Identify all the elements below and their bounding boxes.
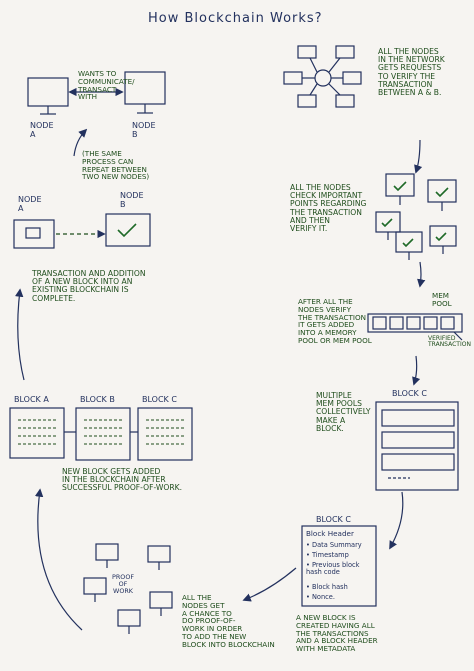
arrow-to-block-c: [412, 355, 421, 386]
transaction-complete-note: TRANSACTION AND ADDITION OF A NEW BLOCK …: [32, 269, 146, 303]
node-a-2-label: NODE A: [18, 195, 42, 213]
block-c-mempools: [375, 401, 459, 491]
header-item-block-hash: • Block hash: [306, 583, 348, 591]
verifying-nodes: [375, 173, 457, 260]
arrow-to-chain: [34, 488, 83, 631]
header-item-data-summary: • Data Summary: [306, 541, 362, 549]
arrow-to-mempool: [417, 261, 426, 288]
wants-to-transact-note: WANTS TO COMMUNICATE/ TRANSACT WITH: [78, 69, 135, 102]
page-title: How Blockchain Works?: [148, 11, 323, 26]
monitor-node-a: [27, 77, 69, 115]
block-header-box: [301, 525, 377, 607]
header-item-previous-hash: • Previous block hash code: [306, 561, 360, 577]
node-b-label: NODE B: [132, 121, 156, 139]
monitor-node-b: [124, 71, 166, 114]
block-header-title: Block Header: [306, 529, 354, 538]
check-icons: [117, 181, 449, 248]
check-points-note: ALL THE NODES CHECK IMPORTANT POINTS REG…: [290, 183, 367, 233]
repeat-process-note: (THE SAME PROCESS CAN REPEAT BETWEEN TWO…: [82, 149, 150, 182]
block-b-label: BLOCK B: [80, 395, 115, 404]
network-hub: [283, 45, 362, 108]
mem-pool: [367, 313, 463, 341]
node-a-label: NODE A: [30, 121, 54, 139]
block-c-header-label: BLOCK C: [316, 515, 351, 524]
pow-nodes: [83, 543, 173, 634]
blockchain-blocks: [9, 407, 193, 461]
new-block-added-note: NEW BLOCK GETS ADDED IN THE BLOCKCHAIN A…: [62, 467, 183, 493]
mem-pool-label: MEM POOL: [432, 291, 452, 308]
monitor-node-a-2: [13, 219, 55, 249]
nodes-chance-note: ALL THE NODES GET A CHANCE TO DO PROOF-O…: [182, 593, 275, 649]
block-content-lines: [18, 419, 184, 445]
arrow-to-complete: [15, 288, 25, 381]
monitor-node-b-2: [105, 213, 151, 247]
arrow-to-new-block: [389, 491, 404, 550]
block-c-chain-label: BLOCK C: [142, 395, 177, 404]
new-block-created-note: A NEW BLOCK IS CREATED HAVING ALL THE TR…: [296, 613, 378, 654]
arrow-to-verify: [414, 139, 423, 174]
verified-transaction-label: VERIFIED TRANSACTION: [428, 335, 471, 349]
multiple-mempools-note: MULTIPLE MEM POOLS COLLECTIVELY MAKE A B…: [316, 391, 371, 433]
block-c-label: BLOCK C: [392, 389, 427, 398]
arrow-to-pow: [242, 567, 297, 602]
block-a-label: BLOCK A: [14, 395, 49, 404]
header-item-timestamp: • Timestamp: [306, 551, 349, 559]
proof-of-work-label: PROOF OF WORK: [112, 573, 135, 595]
node-b-2-label: NODE B: [120, 191, 144, 209]
requests-verify-note: ALL THE NODES IN THE NETWORK GETS REQUES…: [378, 47, 445, 97]
mem-pool-note: AFTER ALL THE NODES VERIFY THE TRANSACTI…: [298, 297, 372, 345]
header-item-nonce: • Nonce.: [306, 593, 335, 601]
arrow-repeat: [73, 128, 88, 157]
